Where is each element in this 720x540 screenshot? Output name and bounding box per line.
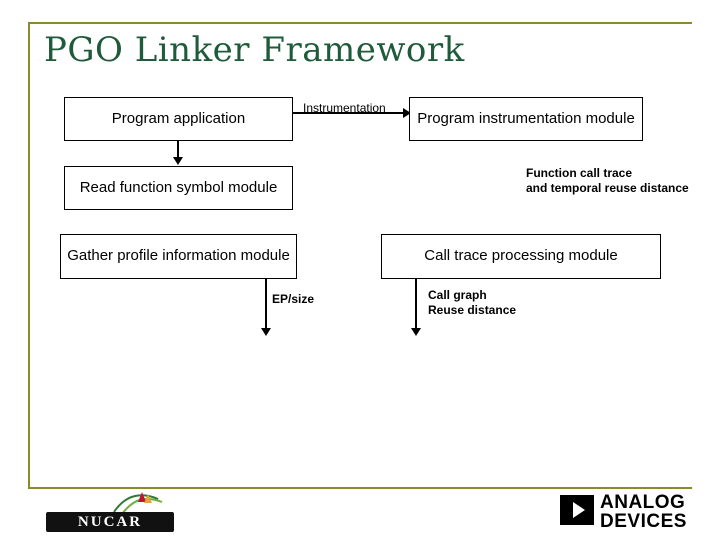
nucar-logo: NUCAR — [40, 490, 210, 536]
box-program-application: Program application — [64, 97, 293, 141]
analog-devices-wordmark-top: ANALOG — [600, 492, 686, 513]
box-read-function-symbol-module: Read function symbol module — [64, 166, 293, 210]
box-program-instrumentation-module: Program instrumentation module — [409, 97, 643, 141]
arrow-gather-profile-down — [265, 279, 267, 329]
arrow-application-to-read-symbol — [177, 141, 179, 158]
nucar-swoosh-icon — [113, 492, 163, 515]
box-call-trace-processing-module: Call trace processing module — [381, 234, 661, 279]
label-ep-size: EP/size — [272, 292, 315, 306]
page-title: PGO Linker Framework — [44, 30, 465, 70]
analog-devices-triangle-icon — [560, 495, 594, 525]
arrow-call-trace-down — [415, 279, 417, 329]
label-call-graph-reuse-distance: Call graph Reuse distance — [428, 288, 517, 317]
analog-devices-logo: ANALOG DEVICES — [560, 492, 696, 532]
bottom-rule-divider — [28, 487, 692, 489]
left-rule-divider — [28, 22, 30, 488]
label-function-call-trace: Function call trace and temporal reuse d… — [526, 166, 689, 195]
arrow-application-to-instrumentation — [293, 112, 404, 114]
top-rule-divider — [28, 22, 692, 24]
box-gather-profile-information-module: Gather profile information module — [60, 234, 297, 279]
nucar-wordmark-bar: NUCAR — [46, 512, 174, 532]
analog-devices-wordmark-bottom: DEVICES — [600, 511, 687, 532]
nucar-wordmark: NUCAR — [77, 513, 143, 530]
